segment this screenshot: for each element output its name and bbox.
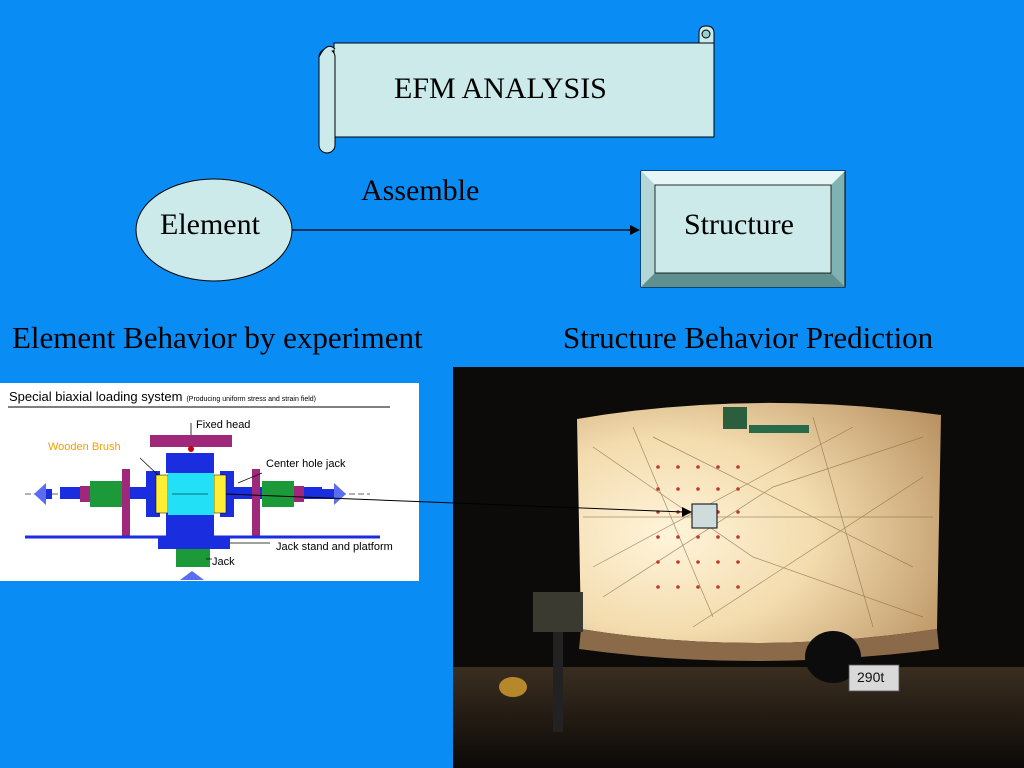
selected-element-box <box>691 503 718 529</box>
element-label: Element <box>160 208 260 241</box>
left-caption: Element Behavior by experiment <box>12 320 423 355</box>
wooden-brush-label: Wooden Brush <box>48 441 121 453</box>
load-tag-label: 290t <box>857 669 885 685</box>
fixed-head-label: Fixed head <box>196 419 251 431</box>
center-hole-jack-label: Center hole jack <box>266 458 346 470</box>
biaxial-loading-figure: Special biaxial loading system (Producin… <box>0 383 419 581</box>
jack-stand-label: Jack stand and platform <box>276 541 393 553</box>
diagram-title: EFM ANALYSIS <box>394 72 607 105</box>
structure-box <box>640 170 846 288</box>
figure-title-text: Special biaxial loading system <box>9 389 183 404</box>
structure-test-photo: 290t <box>453 367 1024 768</box>
cylinder-wall-image <box>453 367 1024 768</box>
assemble-label: Assemble <box>361 174 480 207</box>
figure-title: Special biaxial loading system (Producin… <box>9 388 316 406</box>
assemble-arrow <box>292 225 640 235</box>
right-caption: Structure Behavior Prediction <box>563 320 934 355</box>
jack-label: Jack <box>212 556 235 568</box>
title-scroll <box>318 25 715 154</box>
figure-subtitle-text: (Producing uniform stress and strain fie… <box>186 396 316 403</box>
structure-label: Structure <box>684 208 794 241</box>
